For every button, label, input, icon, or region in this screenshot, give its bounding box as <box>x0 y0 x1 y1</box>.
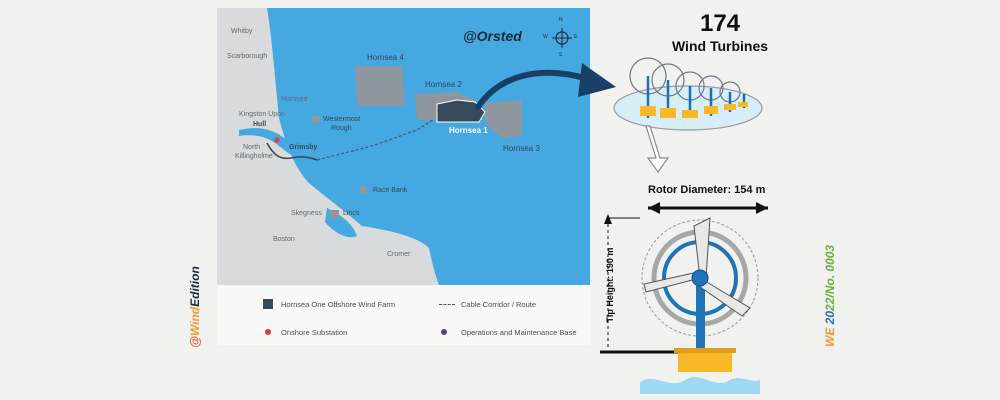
map-legend: Hornsea One Offshore Wind Farm Cable Cor… <box>217 285 590 345</box>
legend-farm: Hornsea One Offshore Wind Farm <box>281 300 396 309</box>
legend-om-base: Operations and Maintenance Base <box>461 328 577 337</box>
place-westermost: Westermost <box>323 116 361 123</box>
legend-substation: Onshore Substation <box>281 328 348 337</box>
rotor-diameter-label: Rotor Diameter: 154 m <box>648 184 766 196</box>
place-rough: Rough <box>331 125 352 132</box>
place-kingston-upon: Kingston Upon <box>239 111 285 118</box>
map-graphic <box>217 8 590 285</box>
legend-cable: Cable Corridor / Route <box>461 300 537 309</box>
brand-left: @WindEdition <box>188 266 202 348</box>
wind-farm-illustration <box>613 57 763 174</box>
place-north: North <box>243 144 261 151</box>
compass-e: E <box>574 34 578 40</box>
place-whitby: Whitby <box>231 28 253 35</box>
turbine-count: 174 <box>699 10 741 37</box>
area-hornsea-4: Hornsea 4 <box>367 53 404 62</box>
edition-number: WE 2022/No. 0003 <box>823 244 837 347</box>
place-boston: Boston <box>273 236 295 243</box>
area-hornsea-2: Hornsea 2 <box>425 80 462 89</box>
place-hornsea: Hornsea <box>281 96 308 103</box>
farm-swatch <box>263 299 273 309</box>
area-hornsea-3: Hornsea 3 <box>503 144 540 153</box>
place-skegness: Skegness <box>291 210 322 217</box>
compass-n: N <box>559 17 563 23</box>
area-hornsea-1: Hornsea 1 <box>449 126 488 135</box>
om-base-dot <box>441 329 447 335</box>
hornsea-map: Whitby Scarborough Hornsea Kingston Upon… <box>217 8 590 285</box>
place-lincs: Lincs <box>343 210 360 217</box>
cable-swatch <box>439 304 455 305</box>
map-credit: @Orsted <box>463 28 522 44</box>
compass-s: S <box>559 52 563 58</box>
tip-height-label: Tip Height: 190 m <box>605 247 615 323</box>
place-scarborough: Scarborough <box>227 53 268 60</box>
place-cromer: Cromer <box>387 251 411 258</box>
place-killingholme: Killingholme <box>235 153 273 160</box>
place-hull: Hull <box>253 121 267 128</box>
compass-w: W <box>543 34 548 40</box>
big-turbine-illustration <box>600 202 768 394</box>
turbine-count-block: 174 Wind Turbines <box>660 10 780 54</box>
place-race-bank: Race Bank <box>373 187 408 194</box>
substation-dot <box>265 329 271 335</box>
arrow-icon <box>475 63 616 110</box>
turbine-label: Wind Turbines <box>671 38 769 54</box>
place-grimsby: Grimsby <box>289 144 318 151</box>
compass-icon <box>552 28 572 48</box>
